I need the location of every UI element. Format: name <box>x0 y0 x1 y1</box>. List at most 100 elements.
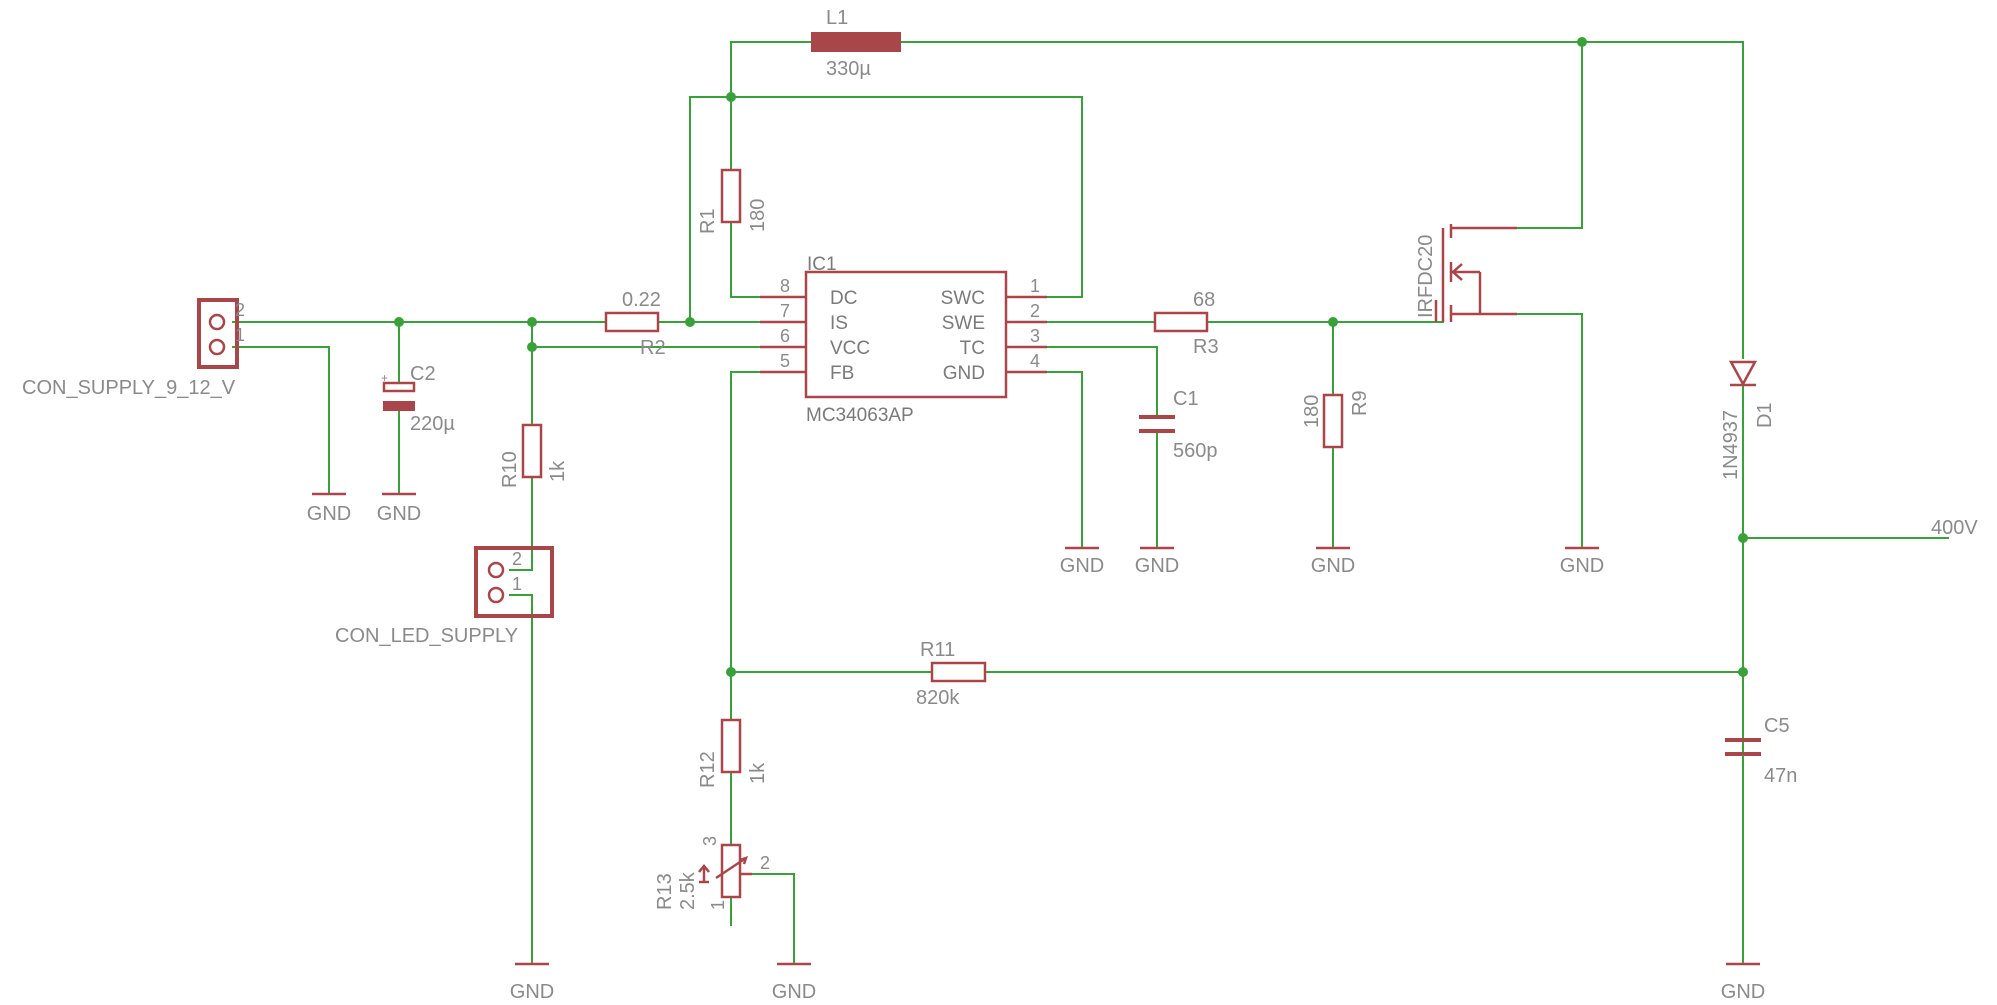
resistor-r10: R10 1k <box>499 423 569 488</box>
l1-value: 330µ <box>826 58 871 80</box>
r3-value: 68 <box>1193 289 1215 311</box>
gnd-label: GND <box>772 981 816 1003</box>
c2-value: 220µ <box>410 413 455 435</box>
connector-pin-number: 2 <box>235 300 245 320</box>
ic1-pin-number: 6 <box>780 326 790 346</box>
connector-led-supply: 2 1 CON_LED_SUPPLY <box>335 546 554 647</box>
mosfet-irfdc20: IRFDC20 <box>1415 224 1517 322</box>
ic1-pin-number: 7 <box>780 301 790 321</box>
q1-part: IRFDC20 <box>1415 235 1437 318</box>
connector-pin-number: 1 <box>235 325 245 345</box>
ic1-name: IC1 <box>807 254 837 275</box>
r1-value: 180 <box>747 199 769 232</box>
gnd-label: GND <box>1721 981 1765 1003</box>
junction <box>1328 317 1338 327</box>
gnd-label: GND <box>1560 555 1604 577</box>
r2-name: R2 <box>640 337 666 359</box>
resistor-r12: R12 1k <box>697 718 769 788</box>
c2-name: C2 <box>410 363 436 385</box>
capacitor-c5: C5 47n <box>1725 715 1797 963</box>
gnd-symbol: GND <box>1135 546 1179 577</box>
ic1-pin-label-fb: FB <box>830 363 854 384</box>
r13-name: R13 <box>654 873 676 910</box>
d1-name: D1 <box>1754 402 1776 428</box>
output-net-label: 400V <box>1931 517 1978 539</box>
inductor-l1: L1 330µ <box>811 7 901 80</box>
l1-name: L1 <box>826 7 848 29</box>
gnd-label: GND <box>1060 555 1104 577</box>
c2-polarity: + <box>381 371 388 385</box>
c5-value: 47n <box>1764 765 1797 787</box>
c1-value: 560p <box>1173 440 1218 462</box>
r12-value: 1k <box>747 762 769 784</box>
wires <box>232 41 1949 963</box>
ic-mc34063ap: IC1 MC34063AP 8 7 6 5 DC IS VCC FB 1 2 3… <box>760 254 1047 426</box>
ic1-pin-number: 3 <box>1030 326 1040 346</box>
r12-name: R12 <box>697 751 719 788</box>
gnd-symbol: GND <box>510 962 554 1003</box>
ic1-pin-label-tc: TC <box>960 338 985 359</box>
connector-supply: 2 1 CON_SUPPLY_9_12_V <box>22 298 245 399</box>
gnd-symbol: GND <box>1721 962 1765 1003</box>
connector-pin-number: 2 <box>512 549 522 569</box>
ic1-pin-label-vcc: VCC <box>830 338 870 359</box>
ic1-pin-label-gnd: GND <box>943 363 985 384</box>
gnd-symbol: GND <box>1311 546 1355 577</box>
r13-pin-number: 2 <box>760 853 770 873</box>
gnd-symbol: GND <box>1560 546 1604 577</box>
r13-pin-number: 1 <box>708 900 728 910</box>
d1-part: 1N4937 <box>1720 410 1742 480</box>
ic1-pin-label-dc: DC <box>830 288 857 309</box>
junction <box>1738 533 1748 543</box>
gnd-symbol: GND <box>307 492 351 525</box>
gnd-label: GND <box>510 981 554 1003</box>
r11-value: 820k <box>916 687 960 709</box>
resistor-r9: 180 R9 <box>1301 390 1371 449</box>
junction <box>527 342 537 352</box>
gnd-label: GND <box>1135 555 1179 577</box>
gnd-label: GND <box>307 503 351 525</box>
ic1-pin-number: 4 <box>1030 351 1040 371</box>
gnd-symbol: GND <box>772 962 816 1003</box>
capacitor-c2: + C2 220µ <box>381 363 455 435</box>
connector-pin-number: 1 <box>512 574 522 594</box>
junction <box>726 92 736 102</box>
junction <box>527 317 537 327</box>
resistor-r2: 0.22 R2 <box>604 289 666 359</box>
junction <box>685 317 695 327</box>
capacitor-c1: C1 560p <box>1139 388 1218 462</box>
r2-value: 0.22 <box>622 289 661 311</box>
r10-name: R10 <box>499 451 521 488</box>
r13-value: 2.5k <box>677 871 699 910</box>
gnd-label: GND <box>1311 555 1355 577</box>
c1-name: C1 <box>1173 388 1199 410</box>
con-supply-name: CON_SUPPLY_9_12_V <box>22 377 236 399</box>
junction <box>394 317 404 327</box>
r3-name: R3 <box>1193 336 1219 358</box>
ic1-pin-number: 1 <box>1030 276 1040 296</box>
gnd-symbol: GND <box>1060 546 1104 577</box>
potentiometer-r13: 3 2 1 R13 2.5k <box>654 836 770 910</box>
resistor-r3: 68 R3 <box>1153 289 1219 358</box>
ic1-pin-label-swc: SWC <box>941 288 985 309</box>
r13-pin-number: 3 <box>700 836 720 846</box>
ic1-pin-number: 5 <box>780 351 790 371</box>
ic1-pin-number: 2 <box>1030 301 1040 321</box>
ic1-part: MC34063AP <box>806 405 914 426</box>
resistor-r1: R1 180 <box>697 168 769 234</box>
con-led-name: CON_LED_SUPPLY <box>335 625 518 647</box>
r11-name: R11 <box>920 639 955 661</box>
gnd-label: GND <box>377 503 421 525</box>
c5-name: C5 <box>1764 715 1790 737</box>
r1-name: R1 <box>697 208 719 234</box>
ic1-pin-number: 8 <box>780 276 790 296</box>
junction <box>1738 667 1748 677</box>
resistor-r11: R11 820k <box>916 639 987 709</box>
r10-value: 1k <box>547 460 569 482</box>
r9-name: R9 <box>1349 390 1371 416</box>
ic1-pin-label-is: IS <box>830 313 848 334</box>
ic1-pin-label-swe: SWE <box>942 313 985 334</box>
gnd-symbols: GND GND GND GND GND GND GND GND <box>307 492 1765 1003</box>
diode-d1: 1N4937 D1 <box>1720 360 1776 480</box>
